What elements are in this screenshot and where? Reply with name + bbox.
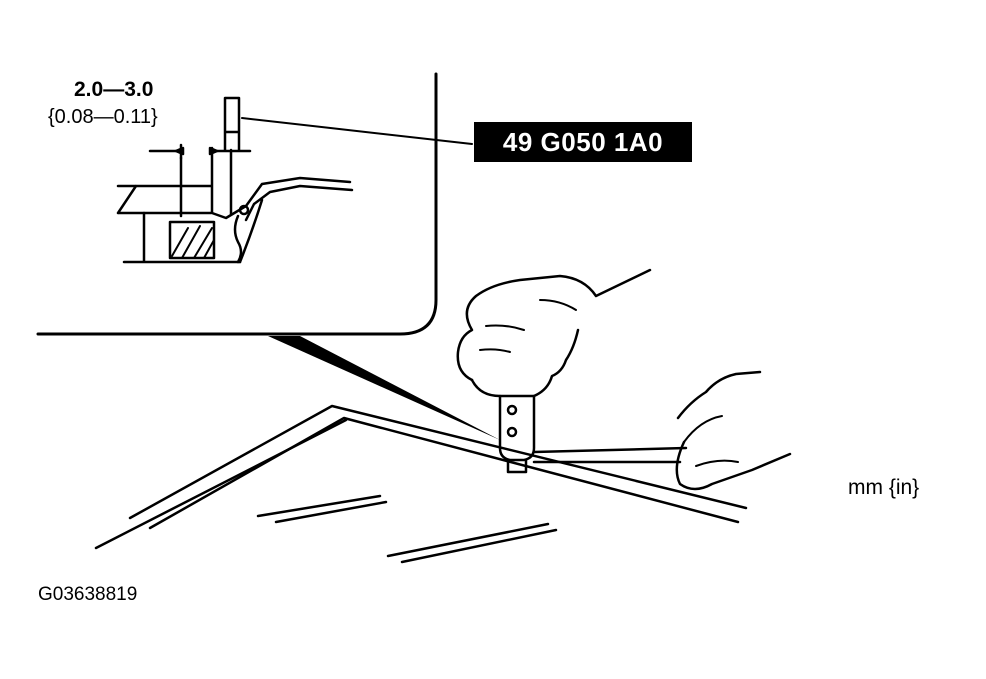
unit-label: mm {in} [848,476,920,499]
gap-dimension-metric: 2.0—3.0 [74,78,154,101]
figure-id: G03638819 [38,584,138,605]
gap-dimension-imperial: {0.08—0.11} [48,106,158,128]
detail-inset-frame [36,72,500,440]
windshield-outline [94,404,748,564]
tool-leader-line [241,117,473,145]
detail-cross-section [116,96,354,264]
tool-number-label: 49 G050 1A0 [474,122,692,162]
installer-tool-with-hands [456,268,792,491]
